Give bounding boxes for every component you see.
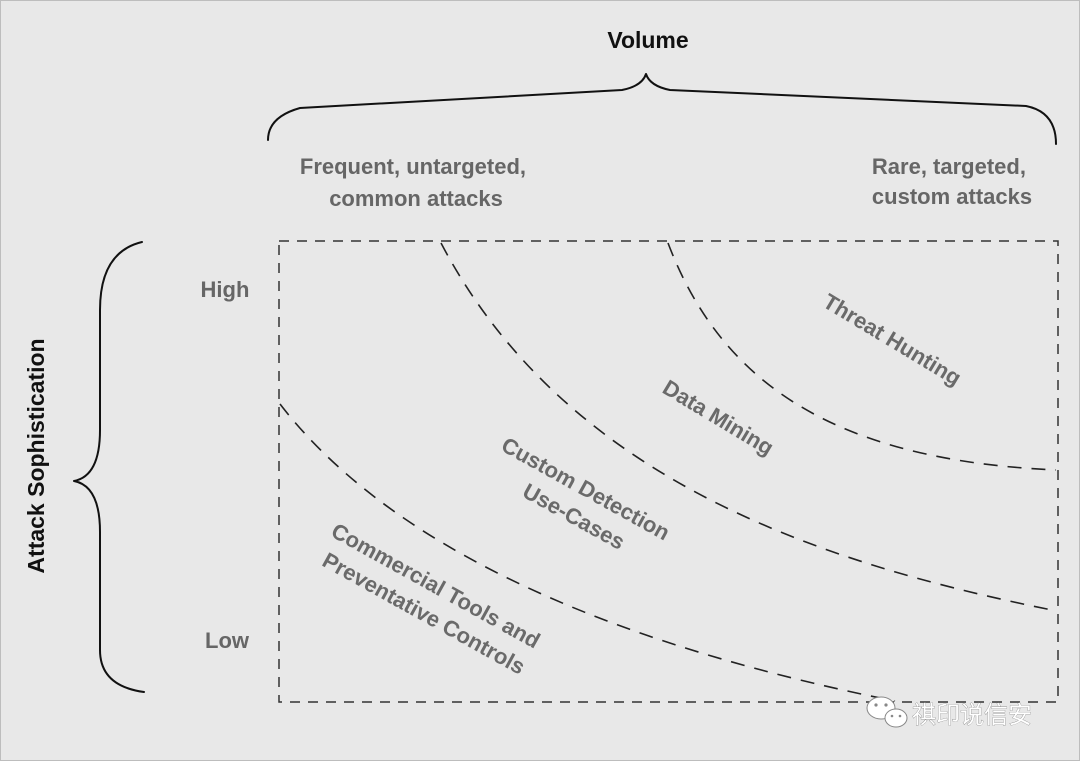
high-label: High [201,277,250,302]
volume-brace [267,73,1057,145]
watermark-text: 祺印说信安 [912,701,1032,729]
boundary-curve-data-mining [667,242,1057,471]
watermark: 祺印说信安 [866,696,1032,729]
frequent-label: Frequent, untargeted, common attacks [300,154,532,211]
sophistication-brace [73,241,145,693]
quadrant-frame [278,240,1059,703]
sophistication-title: Attack Sophistication [23,338,49,573]
boundary-curve-custom-detection [440,242,1058,612]
volume-title: Volume [607,27,688,53]
low-label: Low [205,628,250,653]
rare-label: Rare, targeted, custom attacks [872,154,1032,209]
boundary-curve-commercial [279,403,896,702]
wechat-icon [866,696,908,728]
